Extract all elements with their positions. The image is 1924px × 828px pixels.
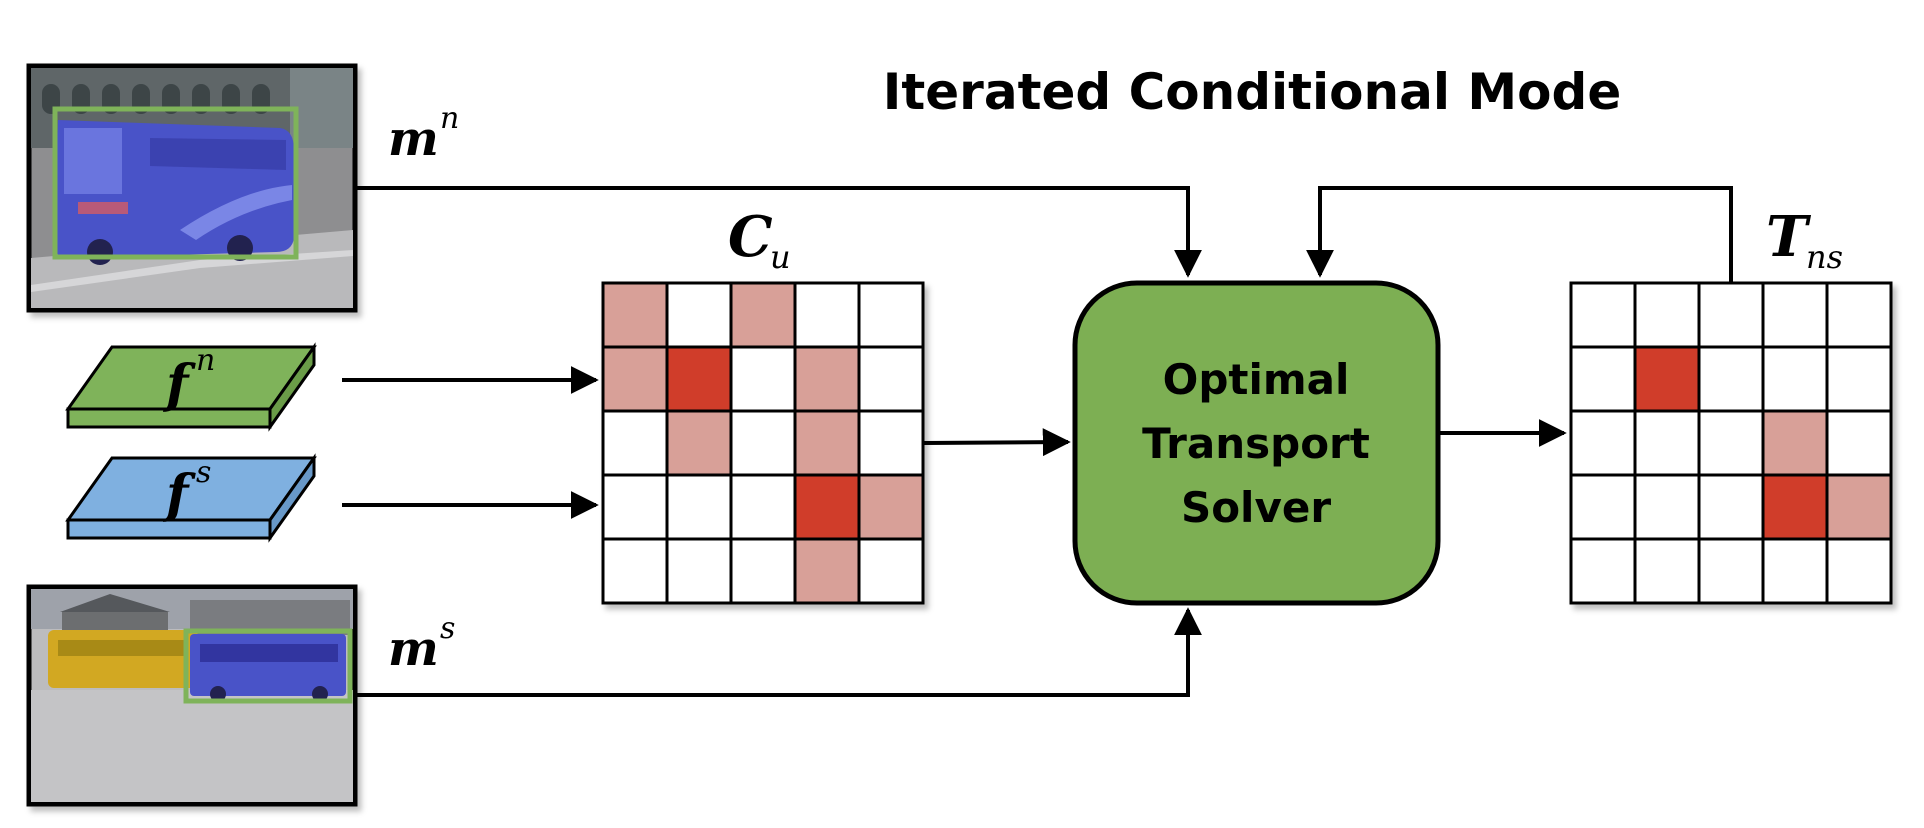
transport-matrix-cell-4-1: [1633, 537, 1701, 605]
cost-matrix-cell-4-0: [601, 537, 669, 605]
cost-matrix-cell-3-0: [601, 473, 669, 541]
cost-matrix-cell-0-3: [793, 281, 861, 349]
cu-label: C u: [728, 204, 791, 276]
transport-matrix-cell-3-1: [1633, 473, 1701, 541]
svg-text:C: C: [728, 204, 773, 270]
cost-matrix-cell-4-1: [665, 537, 733, 605]
cost-matrix-cell-2-0: [601, 409, 669, 477]
transport-matrix-cell-4-2: [1697, 537, 1765, 605]
transport-matrix-cell-0-3: [1761, 281, 1829, 349]
cost-matrix-cell-1-0: [601, 345, 669, 413]
transport-matrix-cell-0-2: [1697, 281, 1765, 349]
transport-matrix-cell-1-1: [1633, 345, 1701, 413]
transport-matrix-cell-2-1: [1633, 409, 1701, 477]
cost-to-solver-arrow: [923, 428, 1071, 457]
transport-matrix-cell-2-4: [1825, 409, 1893, 477]
cost-matrix-cell-2-4: [857, 409, 925, 477]
transport-matrix-cell-2-0: [1569, 409, 1637, 477]
ms-label: m s: [388, 611, 455, 677]
svg-text:n: n: [196, 343, 215, 378]
transport-matrix-cell-0-4: [1825, 281, 1893, 349]
cost-matrix-grid: [601, 281, 925, 605]
transport-matrix-cell-2-2: [1697, 409, 1765, 477]
cost-matrix-cell-3-1: [665, 473, 733, 541]
bus-scene-image: [26, 63, 358, 313]
diagram-title: Iterated Conditional Mode: [883, 63, 1621, 121]
transport-matrix-cell-4-0: [1569, 537, 1637, 605]
svg-text:n: n: [440, 101, 459, 136]
svg-text:T: T: [1766, 204, 1812, 270]
cost-matrix-cell-0-1: [665, 281, 733, 349]
transport-matrix-cell-4-4: [1825, 537, 1893, 605]
transport-matrix-cell-3-4: [1825, 473, 1893, 541]
cost-matrix-cell-3-3: [793, 473, 861, 541]
transport-matrix-cell-2-3: [1761, 409, 1829, 477]
transport-feedback-arrow: [1306, 186, 1733, 283]
cost-matrix-cell-3-2: [729, 473, 797, 541]
cost-matrix-cell-0-2: [729, 281, 797, 349]
svg-text:u: u: [770, 238, 791, 276]
cost-matrix-cell-2-2: [729, 409, 797, 477]
cost-matrix-cell-1-2: [729, 345, 797, 413]
ms-to-solver-arrow: [355, 607, 1202, 697]
transport-matrix-cell-4-3: [1761, 537, 1829, 605]
cost-matrix-cell-1-3: [793, 345, 861, 413]
cost-matrix-cell-2-3: [793, 409, 861, 477]
cost-matrix-cell-1-1: [665, 345, 733, 413]
transport-matrix-cell-0-0: [1569, 281, 1637, 349]
svg-text:s: s: [440, 611, 455, 646]
tns-label: T ns: [1766, 204, 1843, 276]
cost-matrix-cell-0-4: [857, 281, 925, 349]
transport-matrix-cell-3-3: [1761, 473, 1829, 541]
feature-fs-slab: [65, 453, 317, 543]
transport-matrix-cell-1-0: [1569, 345, 1637, 413]
cost-matrix-cell-2-1: [665, 409, 733, 477]
transport-matrix-cell-1-3: [1761, 345, 1829, 413]
solver-label-line-2: Transport: [1142, 419, 1370, 468]
solver-label-line-1: Optimal: [1163, 355, 1350, 404]
cost-matrix-cell-4-3: [793, 537, 861, 605]
mn-label: m n: [388, 101, 459, 167]
transport-matrix-cell-1-4: [1825, 345, 1893, 413]
svg-text:s: s: [196, 455, 211, 490]
cost-matrix-cell-0-0: [601, 281, 669, 349]
feature-fn-slab: [65, 342, 317, 432]
mn-to-solver-arrow: [355, 186, 1202, 278]
transport-matrix-grid: [1569, 281, 1893, 605]
svg-text:m: m: [388, 621, 439, 677]
transport-matrix-cell-3-2: [1697, 473, 1765, 541]
svg-text:ns: ns: [1806, 238, 1843, 276]
cost-matrix-cell-4-4: [857, 537, 925, 605]
buses-parking-image: [26, 584, 358, 807]
transport-matrix-cell-1-2: [1697, 345, 1765, 413]
cost-matrix-cell-4-2: [729, 537, 797, 605]
cost-matrix-cell-1-4: [857, 345, 925, 413]
optimal-transport-solver-box: Optimal Transport Solver: [1072, 280, 1441, 606]
transport-matrix-cell-0-1: [1633, 281, 1701, 349]
cost-matrix-cell-3-4: [857, 473, 925, 541]
solver-label-line-3: Solver: [1181, 483, 1331, 532]
svg-text:m: m: [388, 111, 439, 167]
transport-matrix-cell-3-0: [1569, 473, 1637, 541]
